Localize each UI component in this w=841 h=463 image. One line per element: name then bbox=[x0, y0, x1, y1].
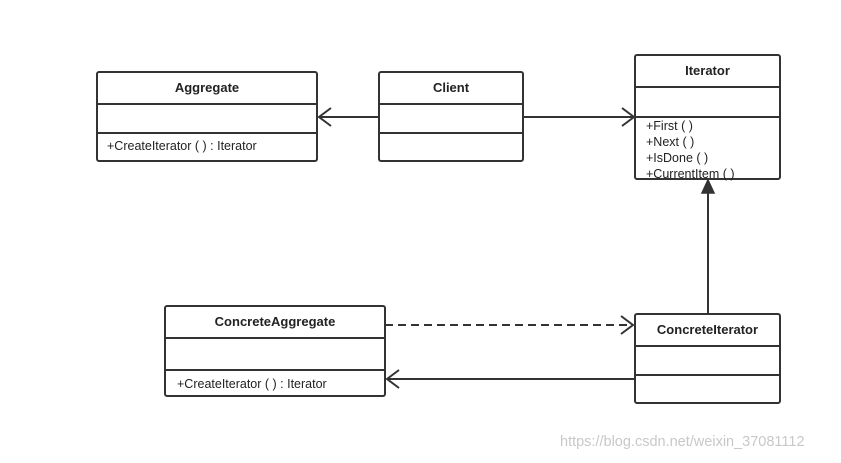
attributes-section bbox=[380, 103, 522, 132]
operations-section: +First ( ) +Next ( ) +IsDone ( ) +Curren… bbox=[636, 116, 779, 181]
class-name: Aggregate bbox=[174, 80, 240, 95]
class-iterator: Iterator +First ( ) +Next ( ) +IsDone ( … bbox=[634, 54, 781, 181]
class-name: Client bbox=[432, 80, 470, 95]
operations-section: +CreateIterator ( ) : Iterator bbox=[166, 369, 384, 395]
class-name: ConcreteAggregate bbox=[214, 314, 336, 329]
operation: +IsDone ( ) bbox=[646, 151, 709, 165]
operation: +CreateIterator ( ) : Iterator bbox=[177, 377, 327, 391]
class-aggregate: Aggregate +CreateIterator ( ) : Iterator bbox=[96, 71, 318, 162]
operation: +First ( ) bbox=[646, 119, 693, 133]
class-concrete-iterator: ConcreteIterator bbox=[634, 313, 781, 404]
concrete-iterator-to-concrete-aggregate-association bbox=[385, 369, 635, 389]
attributes-section bbox=[636, 86, 779, 116]
attributes-section bbox=[166, 337, 384, 369]
class-name: Iterator bbox=[685, 63, 730, 78]
operations-section bbox=[380, 132, 522, 160]
attributes-section bbox=[636, 345, 779, 374]
operation: +CreateIterator ( ) : Iterator bbox=[107, 139, 257, 153]
class-concrete-aggregate: ConcreteAggregate +CreateIterator ( ) : … bbox=[164, 305, 386, 397]
operations-section: +CreateIterator ( ) : Iterator bbox=[98, 132, 316, 160]
operations-section bbox=[636, 374, 779, 402]
operation: +CurrentItem ( ) bbox=[646, 167, 735, 181]
operation: +Next ( ) bbox=[646, 135, 695, 149]
class-name: ConcreteIterator bbox=[656, 322, 759, 337]
attributes-section bbox=[98, 103, 316, 132]
concrete-aggregate-to-concrete-iterator-dependency bbox=[385, 315, 635, 335]
client-to-aggregate-association bbox=[317, 107, 379, 127]
class-client: Client bbox=[378, 71, 524, 162]
concrete-iterator-to-iterator-generalization bbox=[700, 178, 716, 313]
client-to-iterator-association bbox=[523, 107, 636, 127]
watermark-url: https://blog.csdn.net/weixin_37081112 bbox=[560, 434, 805, 450]
